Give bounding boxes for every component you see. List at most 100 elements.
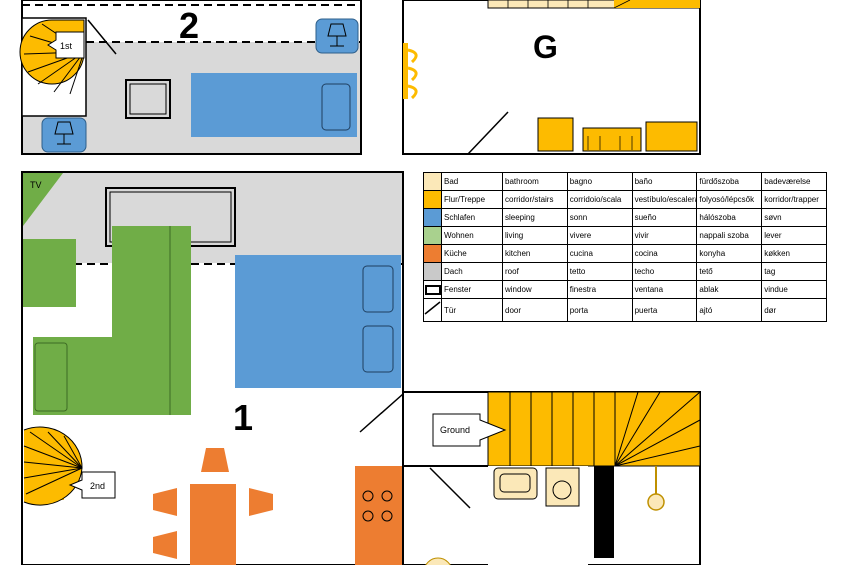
legend-swatch-flur [423, 190, 442, 209]
legend-cell: Schlafen [441, 208, 503, 227]
sofa-l-shape [33, 226, 191, 415]
stair-arrow-1st [47, 31, 85, 59]
legend-cell: cucina [566, 244, 633, 263]
stove [355, 466, 402, 565]
floor-1: TV 1 2nd [21, 171, 404, 565]
legend-cell: ventana [631, 280, 698, 299]
chair-right [249, 488, 273, 516]
legend-cell: nappali szoba [696, 226, 763, 245]
cabinet-3 [645, 121, 698, 152]
legend-cell: vivere [566, 226, 633, 245]
cabinet-2 [582, 127, 642, 152]
floor-2-window [125, 79, 171, 119]
legend-cell: sueño [631, 208, 698, 227]
stove-burners [362, 490, 393, 522]
sink [493, 467, 538, 500]
legend-swatch-wohnen [423, 226, 442, 245]
legend-cell: tető [696, 262, 763, 281]
floor-g-letter: G [533, 29, 558, 65]
legend-cell: dør [761, 298, 827, 322]
legend-cell: vindue [761, 280, 827, 299]
floor-2-pillow [321, 83, 351, 131]
legend-cell: Tür [441, 298, 503, 322]
lamp-icon [54, 121, 74, 145]
stair-arrow-2nd [68, 471, 116, 499]
chair-left-1 [153, 488, 177, 516]
legend-cell: finestra [566, 280, 633, 299]
legend-swatch-fenster [423, 280, 442, 299]
legend-cell: Flur/Treppe [441, 190, 503, 209]
legend-cell: living [502, 226, 568, 245]
floor-1-pillow-2 [362, 325, 394, 373]
legend-cell: søvn [761, 208, 827, 227]
floor-1-number: 1 [233, 397, 253, 438]
legend-cell: lever [761, 226, 827, 245]
legend-cell: tetto [566, 262, 633, 281]
coat-rack [403, 43, 408, 99]
legend-cell: sonn [566, 208, 633, 227]
legend-cell: techo [631, 262, 698, 281]
annex-door [429, 467, 471, 509]
legend-cell: vivir [631, 226, 698, 245]
legend-cell: bathroom [502, 172, 568, 191]
legend-swatch-kueche [423, 244, 442, 263]
legend-cell: kitchen [502, 244, 568, 263]
floor-2-door [87, 19, 117, 55]
legend-swatch-tuer [423, 298, 442, 322]
chair-top [201, 448, 229, 472]
legend-cell: door [502, 298, 568, 322]
tv-label: TV [30, 180, 42, 190]
legend-cell: sleeping [502, 208, 568, 227]
legend-cell: Fenster [441, 280, 503, 299]
legend-cell: hálószoba [696, 208, 763, 227]
floor-2-number: 2 [179, 5, 199, 46]
legend-cell: vestíbulo/escalera [631, 190, 698, 209]
legend-cell: baño [631, 172, 698, 191]
chair-left-2 [153, 531, 177, 559]
legend-cell: Bad [441, 172, 503, 191]
floor-g: G [402, 0, 701, 155]
legend-cell: corridoio/scala [566, 190, 633, 209]
legend-swatch-bad [423, 172, 442, 191]
legend-cell: puerta [631, 298, 698, 322]
ground-label: Ground [440, 425, 470, 435]
legend-swatch-schlafen [423, 208, 442, 227]
legend-cell: korridor/trapper [761, 190, 827, 209]
cabinet-1 [537, 117, 574, 152]
legend-cell: Dach [441, 262, 503, 281]
sofa-side [23, 239, 76, 307]
floor-2: 1st 2 [19, 0, 362, 155]
wall-partition [594, 466, 614, 558]
annex: Ground [402, 391, 701, 565]
legend-cell: ajtó [696, 298, 763, 322]
legend-cell: folyosó/lépcsők [696, 190, 763, 209]
legend-cell: Wohnen [441, 226, 503, 245]
washing-machine [545, 467, 580, 507]
tv-corner [23, 173, 63, 226]
stair-label-1st: 1st [60, 41, 73, 51]
floor-1-pillow-1 [362, 265, 394, 313]
legend-cell: roof [502, 262, 568, 281]
legend-cell: badeværelse [761, 172, 827, 191]
legend-cell: fürdőszoba [696, 172, 763, 191]
door-icon [424, 301, 441, 315]
legend-cell: cocina [631, 244, 698, 263]
ground-arrow [432, 413, 507, 447]
floor-1-roof-area [23, 173, 402, 263]
legend-cell: porta [566, 298, 633, 322]
legend-cell: køkken [761, 244, 827, 263]
stair-label-2nd: 2nd [90, 481, 105, 491]
floor-g-door [467, 111, 509, 155]
hook-icon [407, 48, 418, 100]
legend-cell: Küche [441, 244, 503, 263]
legend-cell: bagno [566, 172, 633, 191]
lamp-icon [327, 23, 347, 47]
legend-swatch-dach [423, 262, 442, 281]
